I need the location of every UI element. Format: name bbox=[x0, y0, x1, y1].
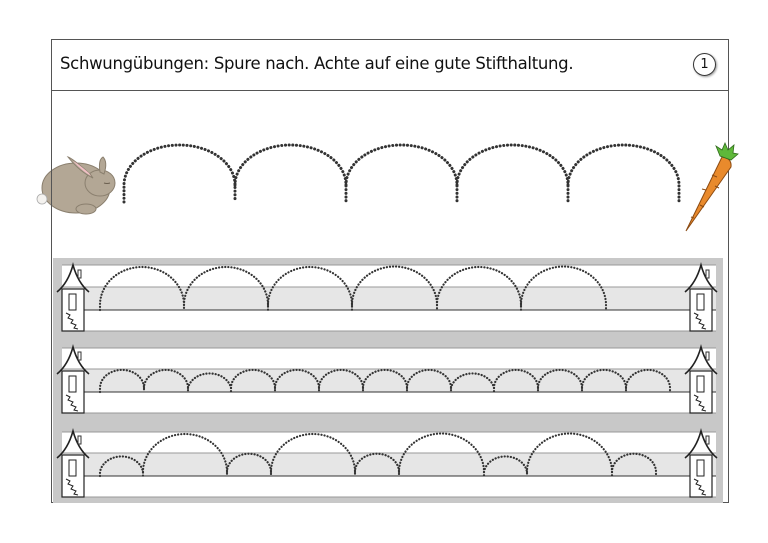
page-number-badge: 1 bbox=[693, 53, 716, 76]
rabbit-image bbox=[36, 156, 116, 215]
worksheet-header: Schwungübungen: Spure nach. Achte auf ei… bbox=[52, 40, 728, 91]
tracing-row-2 bbox=[56, 346, 718, 414]
carrot-image bbox=[685, 141, 739, 232]
tracing-row-1 bbox=[56, 264, 718, 332]
worksheet-title: Schwungübungen: Spure nach. Achte auf ei… bbox=[60, 54, 574, 73]
top-arc-path bbox=[122, 143, 681, 204]
tracing-row-3 bbox=[56, 430, 718, 498]
